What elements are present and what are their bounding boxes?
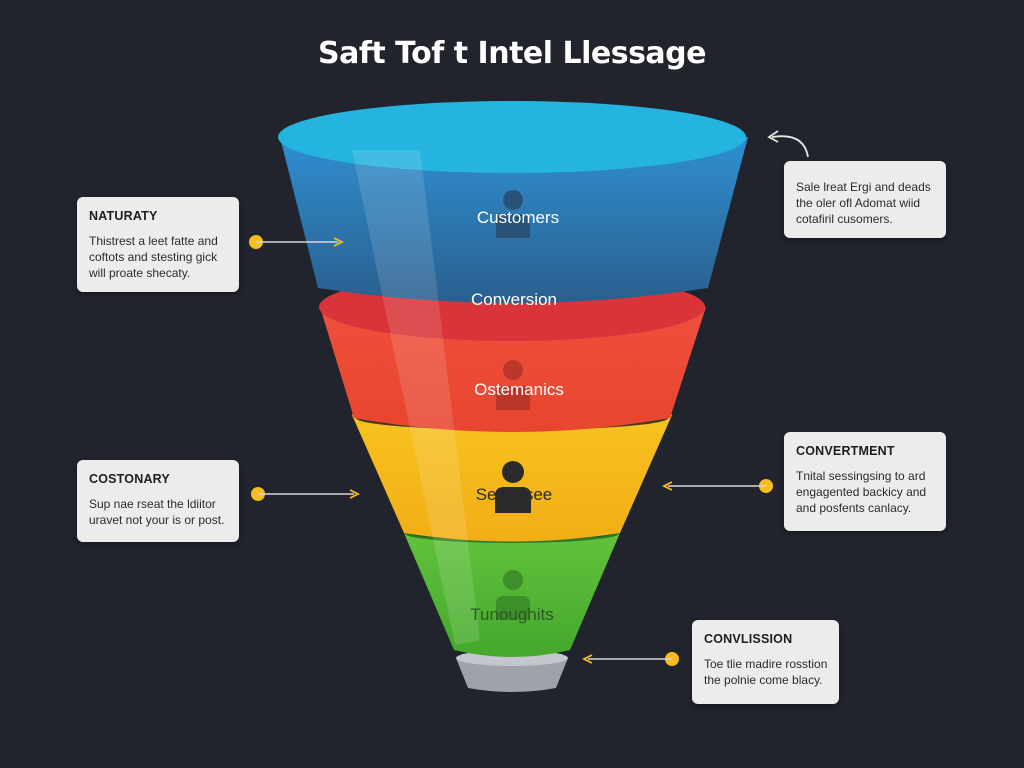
diagram-title: Saft Tof t Intel Llessage (317, 36, 707, 71)
connector-right-middle (661, 479, 773, 493)
card-title: COSTONARY (89, 472, 170, 486)
connector-right-bottom (581, 652, 679, 666)
card-body: Sale lreat Ergi and deads the oler ofl A… (796, 173, 934, 227)
card-line: coftots and stesting gick (89, 250, 218, 264)
info-card-right-middle: CONVERTMENT Tnital sessingsing to ard en… (784, 432, 946, 531)
card-line: engagented backicy and (796, 485, 927, 499)
card-body: Tnital sessingsing to ard engagented bac… (796, 468, 934, 516)
layer-label: Conversion (471, 290, 557, 309)
layer-label: Tunoughits (470, 605, 553, 624)
card-line: will proate shecaty. (89, 266, 191, 280)
card-line: the polnie come blacy. (704, 673, 823, 687)
layer-label: Ostemanics (474, 380, 564, 399)
connector-left-bottom (251, 487, 361, 501)
card-line: Toe tlie madire rosstion (704, 657, 828, 671)
info-card-left-bottom: COSTONARY Sup nae rseat the ldiitor urav… (77, 460, 239, 542)
card-body: Sup nae rseat the ldiitor uravet not you… (89, 496, 227, 528)
layer-label: Servefsee (476, 485, 553, 504)
glass-highlight (352, 150, 480, 645)
card-line: Tnital sessingsing to ard (796, 469, 926, 483)
person-icon (496, 360, 530, 410)
card-line: Sup nae rseat the ldiitor (89, 497, 216, 511)
card-title: CONVERTMENT (796, 444, 895, 458)
card-line: Thistrest a leet fatte and (89, 234, 218, 248)
info-card-right-bottom: CONVLISSION Toe tlie madire rosstion the… (692, 620, 839, 704)
person-icon (496, 190, 530, 238)
card-line: uravet not your is or post. (89, 513, 225, 527)
layer-label: Customers (477, 208, 559, 227)
curved-arrow-icon (767, 130, 809, 158)
person-icon (496, 570, 530, 620)
info-card-right-top: Sale lreat Ergi and deads the oler ofl A… (784, 161, 946, 238)
card-line: Sale lreat Ergi and deads (796, 180, 931, 194)
card-body: Thistrest a leet fatte and coftots and s… (89, 233, 227, 281)
card-line: and posfents canlacy. (796, 501, 912, 515)
card-body: Toe tlie madire rosstion the polnie come… (704, 656, 827, 688)
card-title: CONVLISSION (704, 632, 793, 646)
connector-left-top (249, 235, 345, 249)
info-card-left-top: NATURATY Thistrest a leet fatte and coft… (77, 197, 239, 292)
card-line: the oler ofl Adomat wiid (796, 196, 921, 210)
card-line: cotafiril cusomers. (796, 212, 893, 226)
person-icon (495, 461, 531, 513)
card-title: NATURATY (89, 209, 158, 223)
